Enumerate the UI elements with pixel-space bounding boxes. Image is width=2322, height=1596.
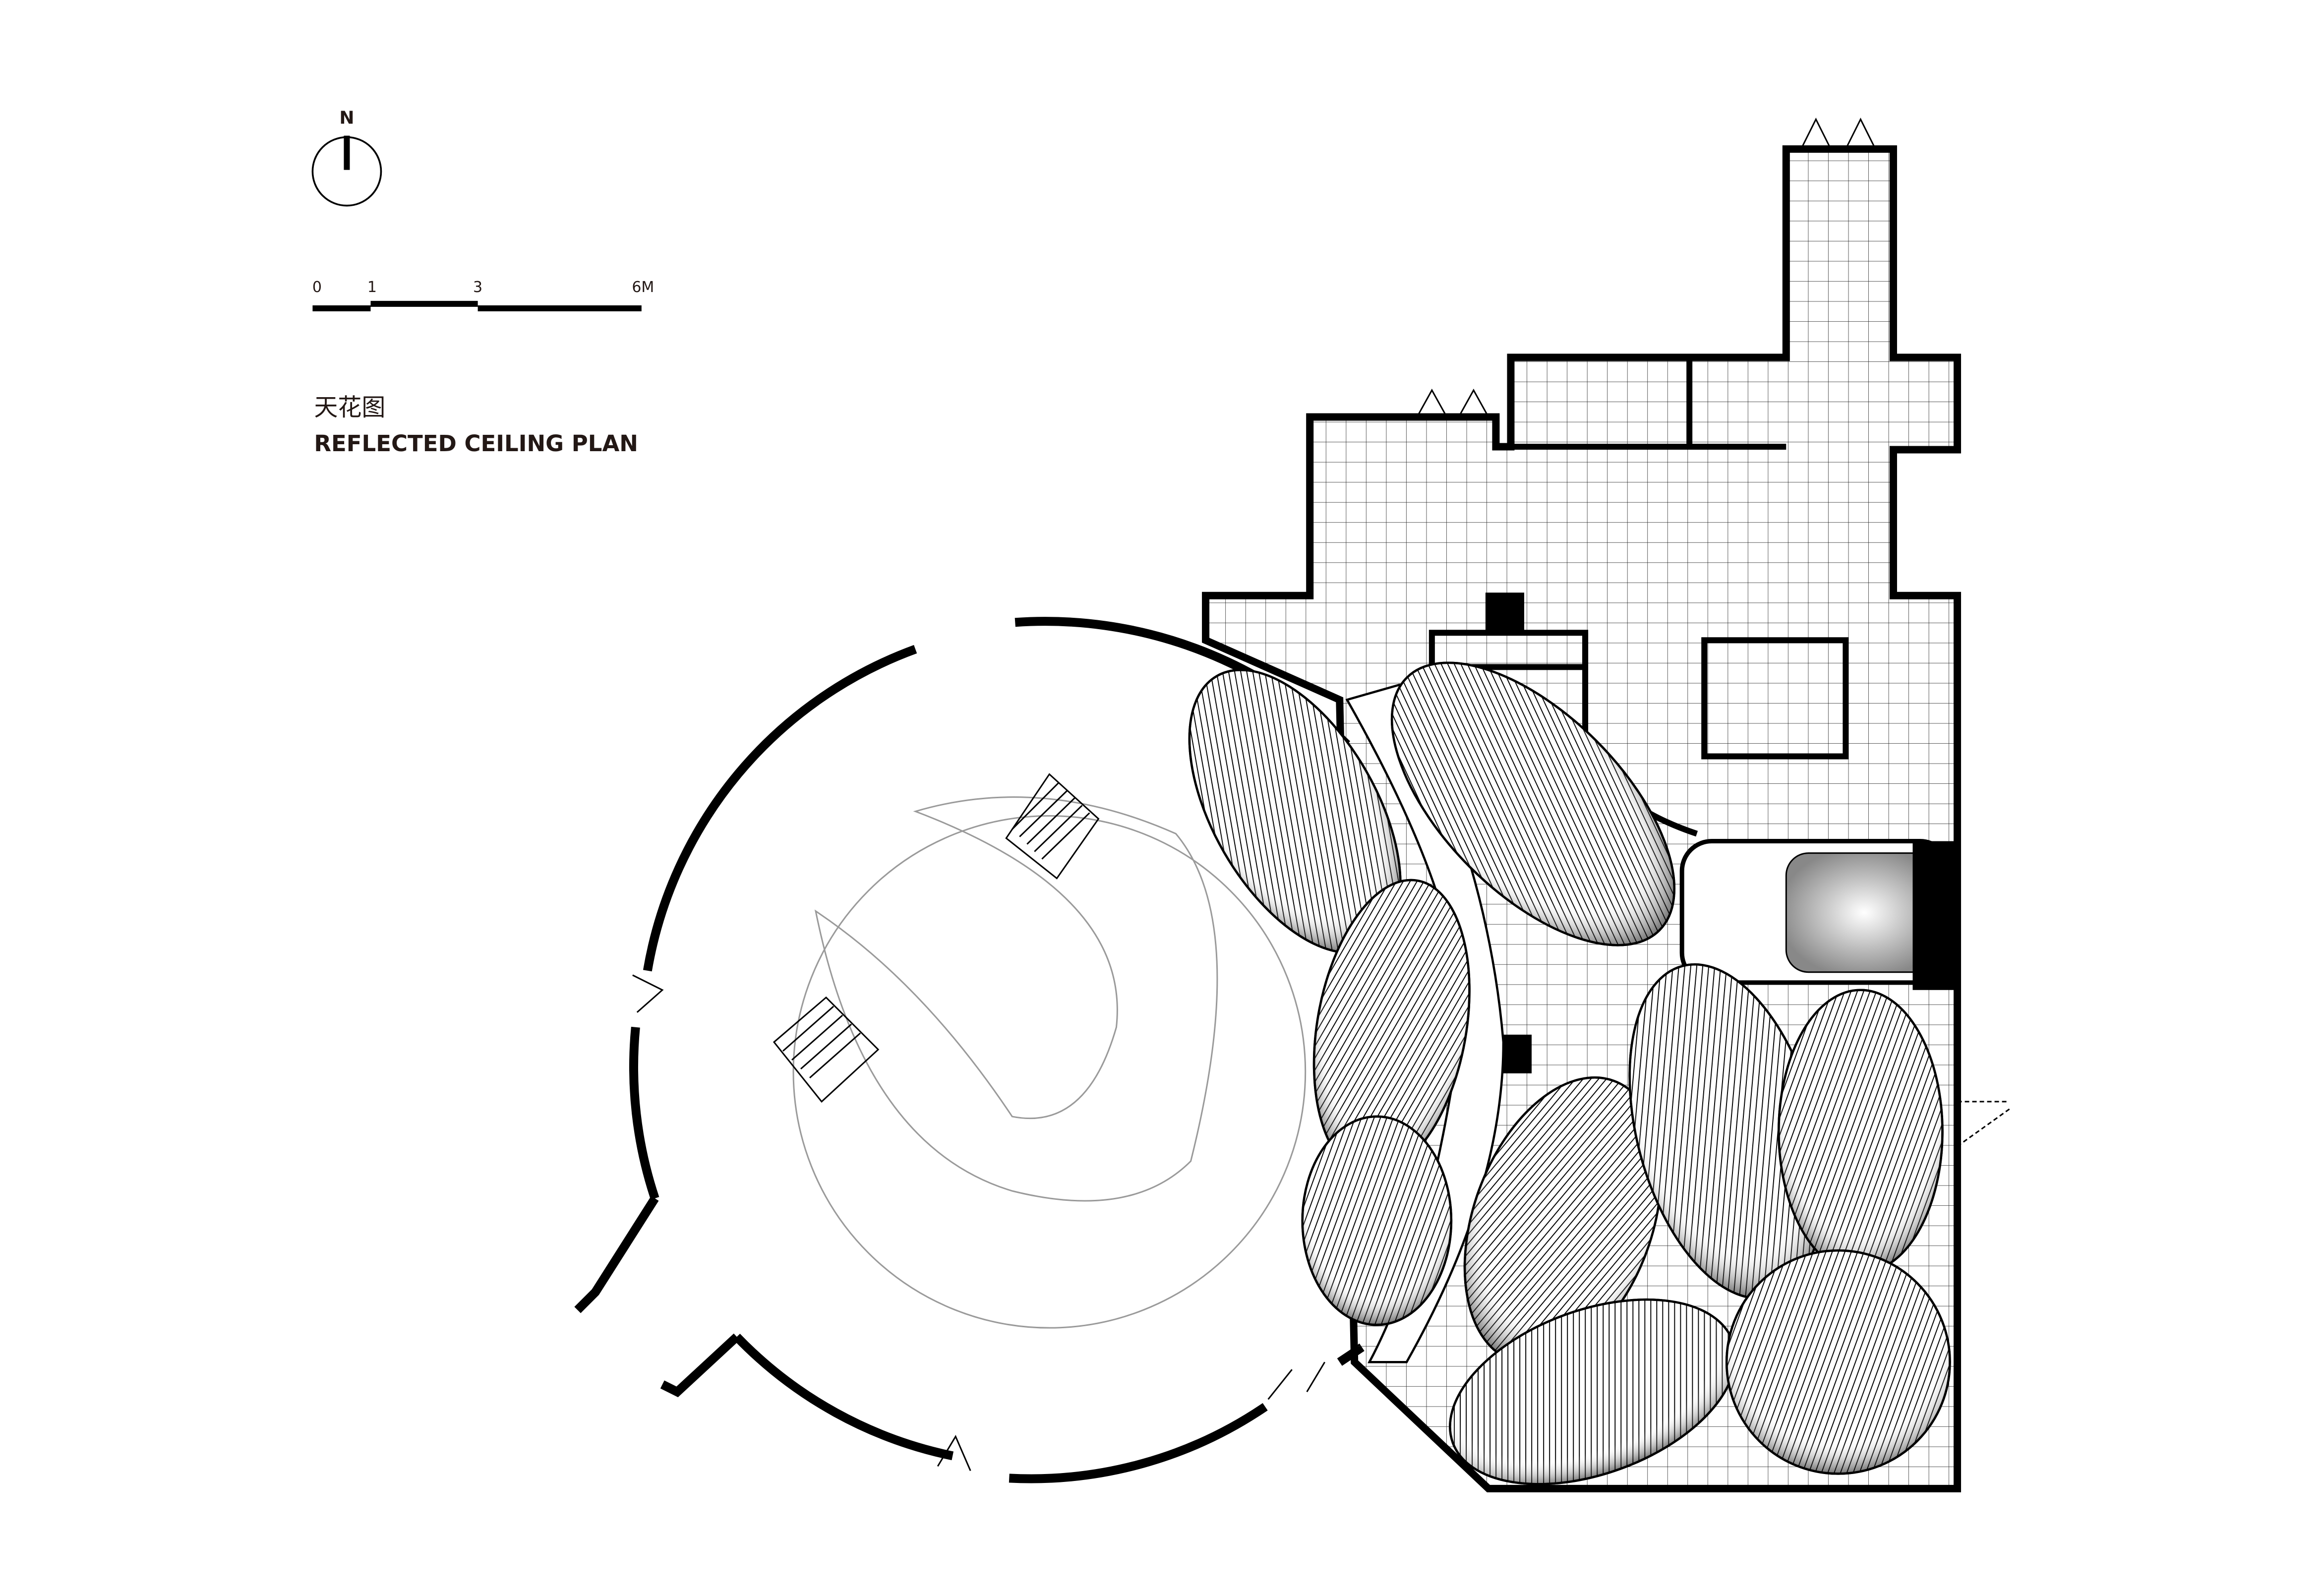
scale-tick-label: 1 — [367, 279, 377, 296]
ceiling-blob — [1463, 1076, 1663, 1365]
scale-bar: 0 1 3 6M — [312, 279, 654, 311]
rotunda — [574, 617, 1365, 1483]
ceiling-blob — [1628, 963, 1825, 1300]
ceiling-blob — [1390, 661, 1676, 946]
ceiling-blob — [1301, 1115, 1453, 1326]
ceiling-blob — [1188, 669, 1402, 954]
title-english: REFLECTED CEILING PLAN — [314, 430, 638, 457]
stair — [773, 773, 1100, 1103]
scale-tick-label: 3 — [473, 279, 482, 296]
north-needle — [344, 135, 350, 170]
rotunda-inner-lines — [792, 796, 1307, 1329]
ceiling-blobs — [1188, 661, 1951, 1485]
scale-tick-label: 6M — [632, 279, 654, 296]
ceiling-blob — [1449, 1298, 1736, 1485]
north-arrow: N — [311, 108, 382, 207]
column — [1485, 592, 1524, 632]
ceiling-blob — [1778, 989, 1944, 1274]
wall-block — [1912, 841, 1958, 990]
ceiling-blob — [1312, 879, 1471, 1176]
north-label: N — [339, 108, 354, 128]
ceiling-blob — [1725, 1249, 1951, 1475]
scale-tick-label: 0 — [312, 279, 322, 296]
title-chinese: 天花图 — [314, 394, 385, 421]
doors — [632, 118, 2010, 1471]
